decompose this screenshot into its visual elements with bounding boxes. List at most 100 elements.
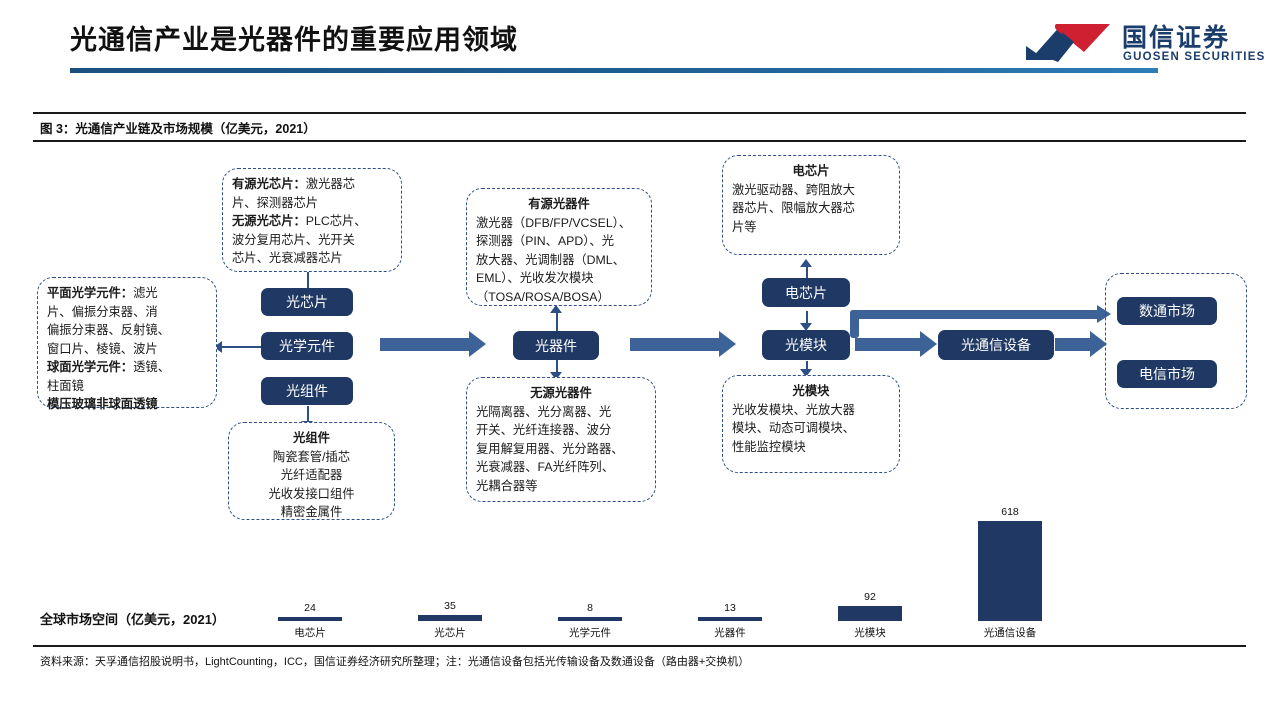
optical-elements-l4: 窗口片、棱镜、波片 [47, 341, 158, 356]
flow-arrow-equipment-to-market [1055, 331, 1107, 357]
optical-chips-l5: 芯片、光衰减器芯片 [232, 251, 343, 265]
node-optical-module[interactable]: 光模块 [762, 330, 850, 360]
passive-devices-l4: 光衰减器、FA光纤阵列、 [476, 460, 615, 474]
active-devices-l5: （TOSA/ROSA/BOSA） [476, 289, 610, 304]
arrowhead-up-echipinfo [800, 259, 812, 267]
bar-value-label: 8 [587, 602, 593, 614]
node-comm-equipment-label: 光通信设备 [961, 337, 1031, 353]
figure-bottom-rule [33, 645, 1246, 647]
optical-elements-l6: 柱面镜 [47, 378, 84, 393]
bar-category-label: 光芯片 [434, 627, 466, 639]
connector-chip-to-chipinfo [307, 271, 309, 295]
box-optical-modules-info: 光模块 光收发模块、光放大器 模块、动态可调模块、 性能监控模块 [722, 375, 900, 473]
optical-elements-l1: 平面光学元件：滤光 [47, 286, 158, 300]
active-devices-l3: 放大器、光调制器（DML、 [476, 252, 625, 267]
optical-elements-l7: 模压玻璃非球面透镜 [47, 397, 158, 411]
node-optical-module-label: 光模块 [785, 337, 827, 353]
figure-caption: 图 3：光通信产业链及市场规模（亿美元，2021） [40, 122, 316, 136]
node-optical-device[interactable]: 光器件 [513, 331, 599, 360]
bar-rect [418, 615, 482, 621]
passive-devices-l2: 开关、光纤连接器、波分 [476, 423, 612, 437]
optical-assemblies-l2: 光纤适配器 [280, 468, 343, 482]
arrowhead-down-moduleinfo [800, 369, 812, 377]
company-logo: 国信证券 GUOSEN SECURITIES [1022, 14, 1264, 70]
optical-modules-l2: 模块、动态可调模块、 [732, 421, 855, 435]
flow-arrow-module-to-equipment [855, 331, 937, 357]
active-devices-l2: 探测器（PIN、APD）、光 [476, 234, 615, 248]
node-optical-element-label: 光学元件 [279, 338, 335, 354]
bar-category-label: 光学元件 [569, 627, 611, 639]
guosen-logo-mark [1026, 24, 1110, 62]
electrical-chips-title: 电芯片 [792, 164, 830, 178]
node-electrical-chip[interactable]: 电芯片 [762, 278, 850, 307]
node-telecom-market[interactable]: 电信市场 [1117, 360, 1217, 388]
optical-assemblies-l4: 精密金属件 [280, 505, 343, 519]
passive-devices-l1: 光隔离器、光分离器、光 [476, 404, 612, 419]
figure-source-note: 资料来源：天孚通信招股说明书，LightCounting，ICC，国信证券经济研… [40, 656, 750, 668]
electrical-chips-l2: 器芯片、限幅放大器芯 [732, 201, 855, 215]
connector-assembly-to-assemblyinfo [307, 406, 309, 424]
routed-arrow-module-horizontal [850, 310, 1100, 319]
flow-arrow-element-to-device [380, 331, 486, 357]
node-optical-chip[interactable]: 光芯片 [261, 288, 353, 316]
bar-value-label: 35 [444, 600, 456, 612]
passive-devices-l3: 复用解复用器、光分路器、 [476, 441, 624, 456]
bar-rect [278, 617, 342, 621]
optical-elements-l2: 片、偏振分束器、消 [47, 304, 158, 319]
bar-column: 24 电芯片 [250, 602, 370, 640]
connector-module-to-moduleinfo [806, 361, 808, 373]
bar-value-label: 618 [1001, 506, 1019, 518]
title-underline [70, 68, 1158, 73]
bar-rect [978, 521, 1042, 621]
active-devices-l4: EML）、光收发次模块 [476, 271, 594, 285]
connector-echip-to-module [806, 311, 808, 327]
optical-modules-l1: 光收发模块、光放大器 [732, 402, 855, 417]
bar-category-label: 光通信设备 [983, 627, 1037, 639]
box-active-devices: 有源光器件 激光器（DFB/FP/VCSEL）、 探测器（PIN、APD）、光 … [466, 188, 652, 306]
market-size-bar-chart: 24 电芯片 35 光芯片 8 光学元件 13 光器件 92 光模块 618 光通信设备 [240, 505, 1080, 640]
optical-chips-l2: 片、探测器芯片 [232, 195, 319, 210]
node-optical-assembly[interactable]: 光组件 [261, 377, 353, 405]
bar-value-label: 13 [724, 602, 736, 614]
active-devices-l1: 激光器（DFB/FP/VCSEL）、 [476, 215, 632, 230]
box-optical-assemblies: 光组件 陶瓷套管/插芯 光纤适配器 光收发接口组件 精密金属件 [228, 422, 395, 520]
node-comm-equipment[interactable]: 光通信设备 [938, 330, 1054, 360]
node-optical-chip-label: 光芯片 [286, 294, 328, 310]
figure-top-rule [33, 112, 1246, 114]
bar-value-label: 92 [864, 591, 876, 603]
bar-rect [838, 606, 902, 621]
connector-echip-to-echipinfo [806, 266, 808, 286]
node-telecom-market-label: 电信市场 [1139, 366, 1195, 382]
electrical-chips-l1: 激光驱动器、跨阻放大 [732, 182, 855, 197]
node-datacom-market-label: 数通市场 [1139, 303, 1195, 319]
bar-rect [558, 617, 622, 621]
bar-category-label: 电芯片 [294, 627, 326, 639]
arrowhead-down-module [800, 323, 812, 331]
node-optical-element[interactable]: 光学元件 [261, 332, 353, 360]
optical-chips-l1: 有源光芯片：激光器芯 [232, 177, 355, 191]
optical-modules-l3: 性能监控模块 [732, 439, 806, 454]
logo-text-en: GUOSEN SECURITIES [1123, 51, 1266, 63]
optical-assemblies-l3: 光收发接口组件 [268, 486, 355, 501]
bar-category-label: 光器件 [714, 627, 746, 639]
connector-element-to-elementinfo [222, 346, 284, 348]
active-devices-title: 有源光器件 [528, 197, 590, 211]
node-optical-assembly-label: 光组件 [286, 383, 328, 399]
bar-category-label: 光模块 [854, 627, 886, 639]
routed-arrow-module-vertical [850, 310, 859, 338]
passive-devices-title: 无源光器件 [530, 386, 592, 400]
node-datacom-market[interactable]: 数通市场 [1117, 297, 1217, 325]
optical-assemblies-title: 光组件 [293, 431, 330, 445]
electrical-chips-l3: 片等 [732, 219, 757, 234]
arrowhead-left-elementinfo [214, 341, 222, 353]
box-optical-elements: 平面光学元件：滤光 片、偏振分束器、消 偏振分束器、反射镜、 窗口片、棱镜、波片… [37, 277, 217, 411]
figure-caption-rule [33, 140, 1246, 142]
connector-device-to-active [556, 312, 558, 334]
bar-value-label: 24 [304, 602, 316, 614]
optical-assemblies-l1: 陶瓷套管/插芯 [272, 449, 351, 464]
box-electrical-chips: 电芯片 激光驱动器、跨阻放大 器芯片、限幅放大器芯 片等 [722, 155, 900, 255]
connector-device-to-passive [556, 360, 558, 376]
bar-column: 92 光模块 [810, 591, 930, 640]
bar-column: 618 光通信设备 [950, 506, 1070, 640]
node-optical-device-label: 光器件 [535, 337, 577, 354]
